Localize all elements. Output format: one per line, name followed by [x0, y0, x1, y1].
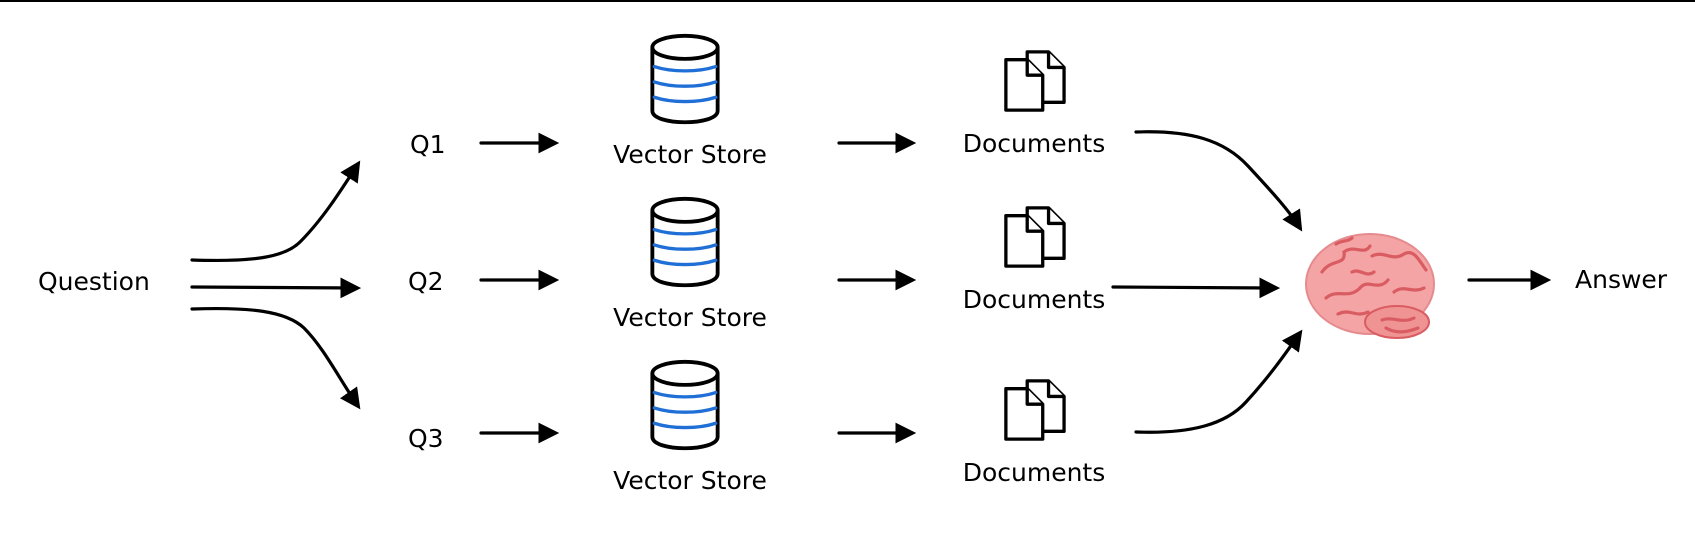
- documents-icon: [1004, 206, 1066, 268]
- question-label: Question: [38, 267, 150, 296]
- arrow-documents-2-to-model: [1111, 277, 1281, 299]
- documents-icon: [1004, 379, 1066, 441]
- query-label-q1: Q1: [410, 130, 446, 159]
- arrow-documents-3-to-model: [1134, 329, 1303, 434]
- answer-label: Answer: [1575, 265, 1668, 294]
- documents-label: Documents: [963, 285, 1106, 314]
- arrow-question-to-q2: [190, 277, 362, 299]
- arrow-question-to-q1: [190, 160, 361, 263]
- database-icon: [650, 33, 720, 125]
- brain-icon: [1305, 233, 1435, 339]
- arrow-documents-1-to-model: [1134, 130, 1303, 232]
- database-icon: [650, 196, 720, 288]
- vector-store-label: Vector Store: [613, 466, 767, 495]
- documents-label: Documents: [963, 458, 1106, 487]
- query-label-q3: Q3: [408, 424, 444, 453]
- arrow-question-to-q3: [190, 306, 361, 410]
- database-icon: [650, 359, 720, 451]
- vector-store-label: Vector Store: [613, 303, 767, 332]
- documents-label: Documents: [963, 129, 1106, 158]
- query-label-q2: Q2: [408, 267, 444, 296]
- documents-icon: [1004, 50, 1066, 112]
- vector-store-label: Vector Store: [613, 140, 767, 169]
